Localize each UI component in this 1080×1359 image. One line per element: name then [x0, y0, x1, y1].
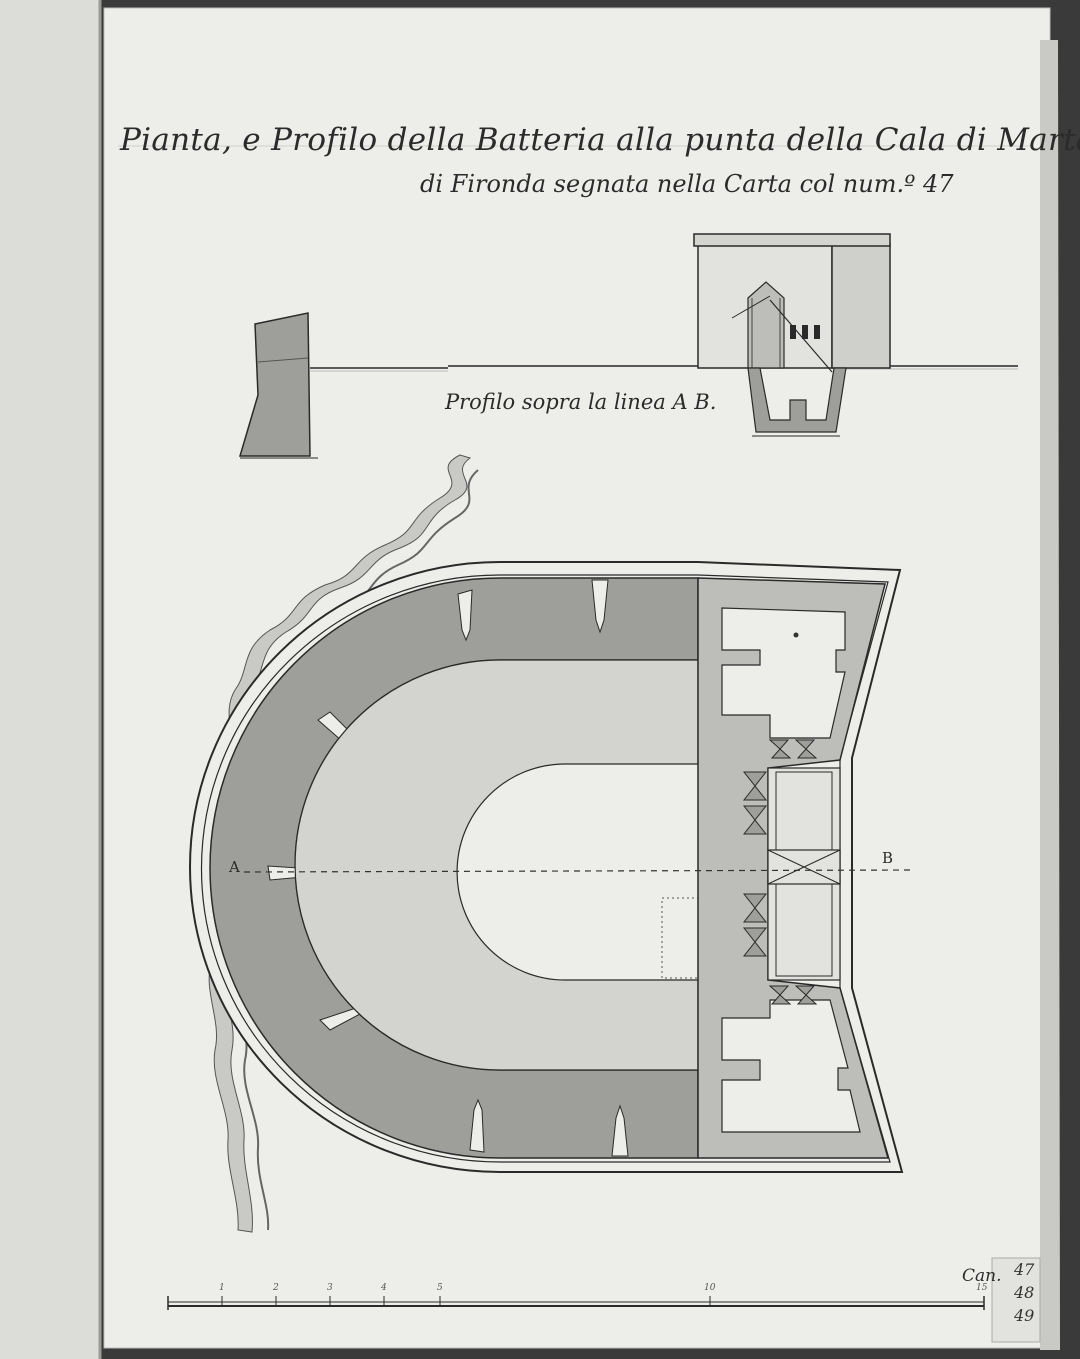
- scale-tick-label: 1: [219, 1283, 225, 1293]
- scale-bar: [167, 1296, 985, 1310]
- catalog-label: [991, 1257, 1041, 1343]
- battery-plan: [189, 561, 913, 1173]
- catalog-prefix: Can.: [962, 1266, 1002, 1286]
- scale-tick-label: 4: [381, 1283, 387, 1293]
- title-line-1: Pianta, e Profilo della Batteria alla pu…: [120, 122, 1080, 158]
- catalog-number: 47: [1014, 1260, 1035, 1279]
- catalog-number: 48: [1014, 1283, 1035, 1302]
- scale-tick-label: 10: [704, 1283, 716, 1293]
- title-line-2: di Fironda segnata nella Carta col num.º…: [420, 170, 954, 198]
- profile-caption: Profilo sopra la linea A B.: [445, 390, 717, 414]
- profile-elevation: [238, 233, 1018, 459]
- scale-tick-label: 5: [437, 1283, 443, 1293]
- scale-tick-label: 15: [976, 1283, 988, 1293]
- catalog-number: 49: [1014, 1306, 1035, 1325]
- scale-tick-label: 3: [327, 1283, 333, 1293]
- left-page-edge: [0, 0, 100, 1359]
- section-label-b: B: [882, 849, 894, 867]
- section-label-a: A: [229, 858, 240, 876]
- scale-tick-label: 2: [273, 1283, 279, 1293]
